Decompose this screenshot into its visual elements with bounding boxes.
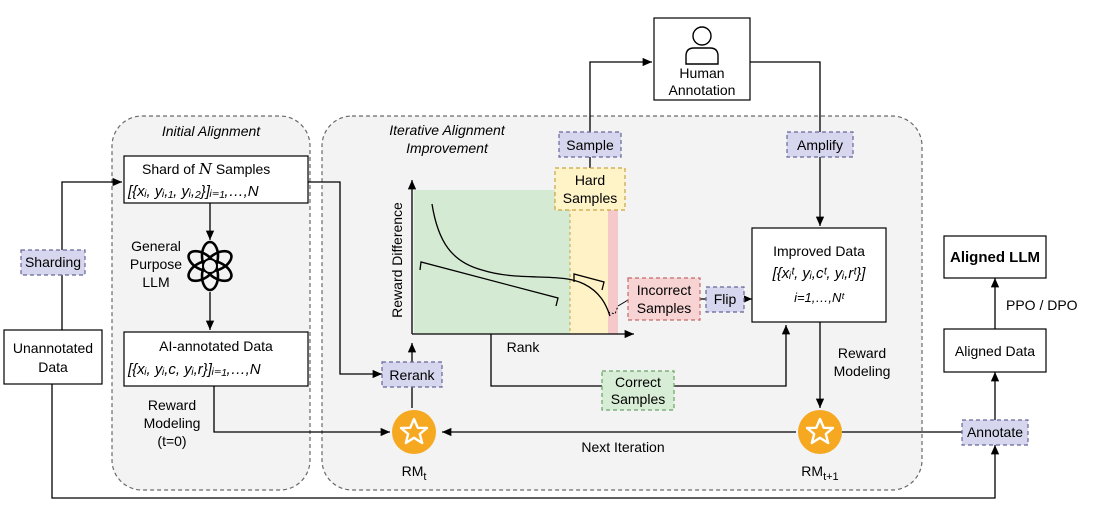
annotate-label: Annotate [967, 424, 1023, 440]
initial-alignment-title: Initial Alignment [162, 123, 261, 139]
reward-curve [431, 203, 611, 317]
llm-label-line1: General [131, 238, 181, 254]
sharding-label: Sharding [25, 254, 81, 270]
rm-t-star-icon [392, 410, 436, 454]
hard-samples-tag [554, 167, 626, 211]
correct-bracket [419, 261, 559, 307]
rerank-tag [381, 361, 443, 388]
correct-samples-tag [601, 370, 675, 411]
shard-box [123, 155, 309, 204]
llm-label-line2: Purpose [130, 256, 182, 272]
person-icon [685, 26, 719, 65]
y-axis-label: Reward Difference [389, 202, 405, 318]
hard-samples-line1: Hard [575, 172, 605, 188]
rerank-label: Rerank [389, 367, 435, 383]
improved-data-formula: [{xᵢᵗ, yᵢ,cᵗ, yᵢ,rᵗ}] [772, 265, 867, 282]
annotate-tag [961, 419, 1029, 446]
improved-data-box [751, 227, 887, 323]
rm-t-label: RMt [402, 463, 427, 483]
improved-data-title: Improved Data [773, 243, 865, 259]
unannotated-data-line1: Unannotated [13, 340, 93, 356]
correct-region [414, 190, 570, 334]
ai-annotated-formula: [{xᵢ, yᵢ,c, yᵢ,r}]ᵢ₌₁,…,N [127, 361, 261, 378]
human-annotation-line2: Annotation [669, 82, 736, 98]
initial-alignment-region [111, 115, 311, 491]
aligned-llm-label: Aligned LLM [950, 249, 1040, 266]
reward-modeling-t0-line3: (t=0) [157, 433, 186, 449]
flip-tag [705, 286, 745, 313]
ai-annotated-title: AI-annotated Data [159, 338, 273, 354]
iterative-title-line1: Iterative Alignment [389, 122, 506, 138]
hard-bracket [573, 273, 605, 291]
reward-modeling-t0-line1: Reward [148, 397, 196, 413]
incorrect-bracket [607, 305, 619, 315]
improved-data-subscript: i=1,…,Nᵗ [794, 290, 845, 305]
correct-samples-line2: Samples [611, 391, 665, 407]
edge-ai-to-rmt [213, 386, 390, 437]
shard-title: Shard of N Samples [142, 160, 270, 178]
incorrect-samples-tag [627, 277, 701, 321]
rm-t1-star-icon [798, 410, 842, 454]
llm-knot-icon [187, 240, 233, 292]
edge-unannotated-to-shard [61, 177, 122, 330]
amplify-tag [786, 131, 854, 158]
x-axis-label: Rank [507, 339, 541, 355]
correct-samples-line1: Correct [615, 374, 661, 390]
aligned-data-box [943, 328, 1047, 373]
sample-label: Sample [566, 137, 614, 153]
iterative-title-line2: Improvement [406, 140, 489, 156]
amplify-label: Amplify [797, 137, 843, 153]
next-iteration-label: Next Iteration [581, 439, 664, 455]
llm-label-line3: LLM [142, 274, 169, 290]
reward-modeling-line2: Modeling [834, 363, 891, 379]
aligned-data-label: Aligned Data [955, 343, 1035, 359]
ppo-dpo-label: PPO / DPO [1006, 297, 1078, 313]
incorrect-samples-line1: Incorrect [637, 282, 692, 298]
edge-unannotated-to-annotate [51, 384, 1000, 499]
hard-samples-line2: Samples [563, 190, 617, 206]
sharding-tag [20, 249, 86, 276]
reward-modeling-t0-line2: Modeling [144, 415, 201, 431]
unannotated-data-line2: Data [38, 359, 68, 375]
edge-shard-to-rerank [308, 181, 382, 379]
incorrect-region [608, 190, 618, 334]
flip-label: Flip [714, 291, 737, 307]
sample-tag [558, 131, 622, 158]
ai-annotated-box [123, 331, 309, 387]
incorrect-leader [617, 299, 629, 307]
shard-formula: [{xᵢ, yᵢ,₁, yᵢ,₂}]ᵢ₌₁,…,N [127, 183, 259, 200]
rm-t1-label: RMt+1 [801, 463, 838, 483]
incorrect-samples-line2: Samples [637, 300, 691, 316]
edge-human-to-improved [750, 61, 825, 226]
unannotated-data-box [3, 329, 103, 385]
aligned-llm-box [943, 235, 1047, 279]
reward-rank-plot: Reward Difference Rank [389, 180, 634, 355]
human-annotation-line1: Human [679, 65, 724, 81]
hard-region [570, 190, 608, 334]
reward-modeling-line1: Reward [838, 345, 886, 361]
